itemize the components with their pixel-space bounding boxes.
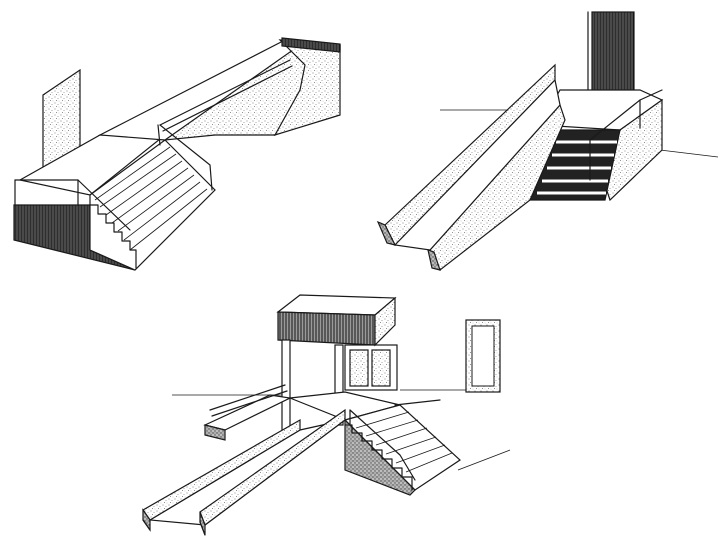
panel-stair-ramp-parallel [376, 11, 719, 271]
ground-line-right [457, 449, 511, 471]
column-left [281, 339, 291, 441]
door [591, 11, 635, 93]
ground-line-right [659, 149, 719, 158]
ramp-surface [393, 78, 561, 251]
ramp-end-top [281, 37, 341, 53]
stairs [89, 139, 216, 271]
canopy-fascia [277, 311, 376, 346]
ramp-rail [159, 59, 291, 126]
handrail-right [159, 124, 213, 191]
stairs [343, 404, 461, 496]
upper-ramp [203, 394, 292, 431]
panel-canopy-entrance [142, 294, 511, 536]
stair-handrail [349, 409, 416, 481]
panel-stair-ramp-perpendicular [13, 37, 341, 271]
